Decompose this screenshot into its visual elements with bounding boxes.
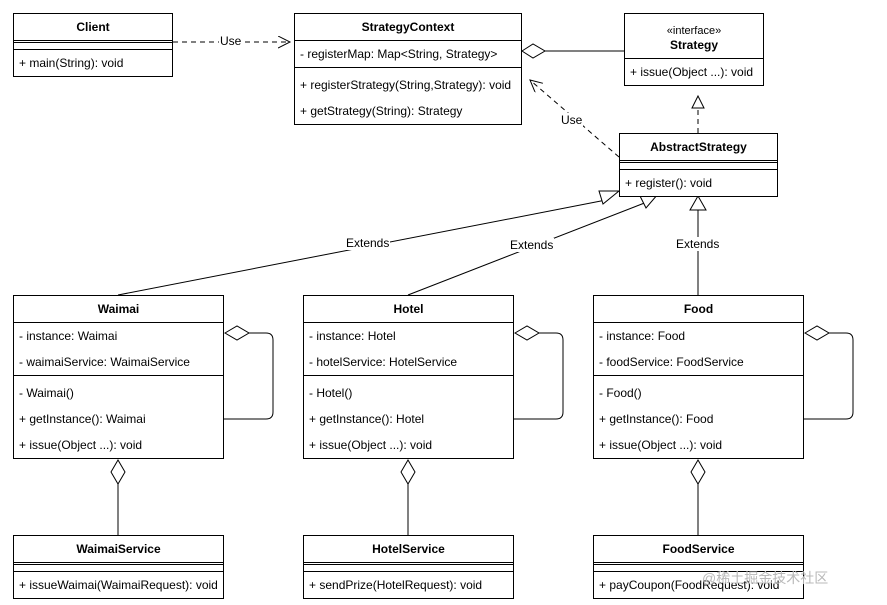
food-service-class[interactable]: FoodService + payCoupon(FoodRequest): vo… [593, 535, 804, 599]
hotel-attributes-section: - instance: Hotel - hotelService: HotelS… [304, 322, 513, 375]
food-class-name: Food [683, 302, 714, 316]
client-class[interactable]: Client + main(String): void [13, 13, 173, 77]
hotel-class[interactable]: Hotel - instance: Hotel - hotelService: … [303, 295, 514, 459]
strategy-context-attribute: - registerMap: Map<String, Strategy> [300, 47, 498, 61]
interface-stereotype: «interface» [666, 25, 722, 37]
hotel-self-diamond [514, 325, 540, 341]
food-class[interactable]: Food - instance: Food - foodService: Foo… [593, 295, 804, 459]
waimai-class[interactable]: Waimai - instance: Waimai - waimaiServic… [13, 295, 224, 459]
waimai-service-class[interactable]: WaimaiService + issueWaimai(WaimaiReques… [13, 535, 224, 599]
hotel-attribute: - hotelService: HotelService [309, 355, 458, 369]
abstract-strategy-class[interactable]: AbstractStrategy + register(): void [619, 133, 778, 197]
abstract-strategy-attributes-section [620, 160, 777, 169]
hotel-service-class-name: HotelService [372, 542, 445, 556]
food-service-method: + payCoupon(FoodRequest): void [599, 578, 780, 592]
client-use-label: Use [219, 34, 243, 48]
strategy-methods-section: + issue(Object ...): void [625, 58, 763, 85]
hotel-class-name: Hotel [393, 302, 424, 316]
waimai-class-name: Waimai [97, 302, 140, 316]
waimai-method: - Waimai() [19, 386, 74, 400]
client-method: + main(String): void [19, 56, 124, 70]
abstract-strategy-method: + register(): void [625, 176, 713, 190]
food-extends-arrowhead [689, 194, 707, 211]
waimai-self-diamond [224, 325, 250, 341]
realization-arrowhead [691, 94, 705, 109]
hotel-methods-section: - Hotel() + getInstance(): Hotel + issue… [304, 375, 513, 458]
strategy-interface[interactable]: «interface» Strategy + issue(Object ...)… [624, 13, 764, 86]
client-attributes-section [14, 40, 172, 49]
waimai-service-diamond [110, 459, 126, 485]
strategy-method: + issue(Object ...): void [630, 65, 754, 79]
waimai-extends-label: Extends [345, 236, 391, 250]
waimai-attributes-section: - instance: Waimai - waimaiService: Waim… [14, 322, 223, 375]
strategy-context-methods-section: + registerStrategy(String,Strategy): voi… [295, 67, 521, 124]
waimai-service-method: + issueWaimai(WaimaiRequest): void [19, 578, 218, 592]
abstract-use-label: Use [560, 113, 584, 127]
strategy-interface-header: «interface» Strategy [625, 14, 763, 58]
abstract-strategy-class-name: AbstractStrategy [650, 140, 747, 154]
food-attribute: - instance: Food [599, 329, 686, 343]
strategy-interface-name: Strategy [669, 38, 719, 52]
waimai-service-attributes-section [14, 562, 223, 571]
strategy-context-method: + getStrategy(String): Strategy [300, 104, 463, 118]
context-aggregation-diamond [521, 43, 546, 59]
food-method: - Food() [599, 386, 642, 400]
abstract-strategy-methods-section: + register(): void [620, 169, 777, 196]
food-method: + getInstance(): Food [599, 412, 714, 426]
food-service-methods-section: + payCoupon(FoodRequest): void [594, 571, 803, 598]
food-self-diamond [804, 325, 830, 341]
hotel-extends-label: Extends [509, 238, 555, 252]
waimai-service-class-name: WaimaiService [76, 542, 161, 556]
strategy-context-class[interactable]: StrategyContext - registerMap: Map<Strin… [294, 13, 522, 125]
client-methods-section: + main(String): void [14, 49, 172, 76]
strategy-context-attributes-section: - registerMap: Map<String, Strategy> [295, 40, 521, 67]
hotel-method: - Hotel() [309, 386, 353, 400]
food-service-class-name: FoodService [662, 542, 735, 556]
hotel-attribute: - instance: Hotel [309, 329, 396, 343]
food-service-diamond [690, 459, 706, 485]
hotel-service-methods-section: + sendPrize(HotelRequest): void [304, 571, 513, 598]
strategy-context-class-name: StrategyContext [361, 20, 455, 34]
waimai-method: + getInstance(): Waimai [19, 412, 146, 426]
hotel-service-attributes-section [304, 562, 513, 571]
hotel-service-method: + sendPrize(HotelRequest): void [309, 578, 483, 592]
client-class-name: Client [76, 20, 110, 34]
hotel-method: + getInstance(): Hotel [309, 412, 425, 426]
hotel-service-class[interactable]: HotelService + sendPrize(HotelRequest): … [303, 535, 514, 599]
food-self-aggregation [804, 332, 854, 420]
waimai-attribute: - waimaiService: WaimaiService [19, 355, 190, 369]
waimai-self-aggregation [224, 332, 274, 420]
watermark: @稀土掘金技术社区 [702, 570, 829, 586]
waimai-methods-section: - Waimai() + getInstance(): Waimai + iss… [14, 375, 223, 458]
hotel-method: + issue(Object ...): void [309, 438, 433, 452]
waimai-attribute: - instance: Waimai [19, 329, 118, 343]
waimai-service-methods-section: + issueWaimai(WaimaiRequest): void [14, 571, 223, 598]
strategy-context-method: + registerStrategy(String,Strategy): voi… [300, 78, 512, 92]
food-method: + issue(Object ...): void [599, 438, 723, 452]
waimai-extends-arrowhead [598, 190, 621, 205]
waimai-method: + issue(Object ...): void [19, 438, 143, 452]
food-attribute: - foodService: FoodService [599, 355, 744, 369]
hotel-self-aggregation [514, 332, 564, 420]
food-methods-section: - Food() + getInstance(): Food + issue(O… [594, 375, 803, 458]
food-extends-label: Extends [675, 237, 721, 251]
hotel-service-diamond [400, 459, 416, 485]
food-attributes-section: - instance: Food - foodService: FoodServ… [594, 322, 803, 375]
food-service-attributes-section [594, 562, 803, 571]
